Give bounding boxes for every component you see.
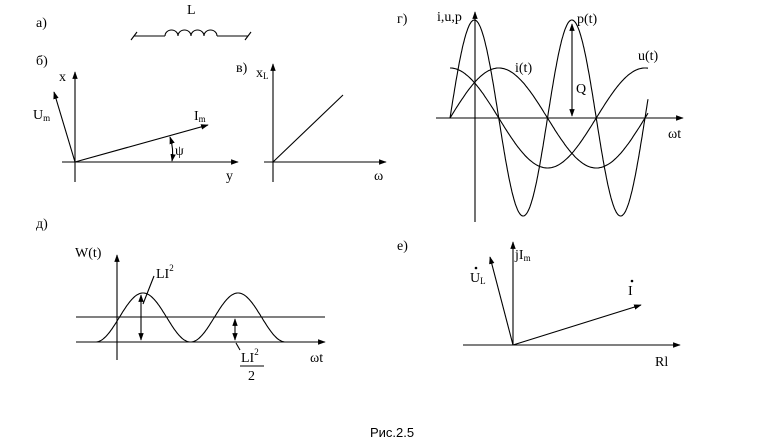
current-phasor-label: Im [194,109,206,124]
voltage-phasor-ul [489,256,514,346]
mean-label-den: 2 [248,369,255,384]
panel-d-axis-y-label: W(t) [75,246,102,261]
current-phasor-i-label: I [628,284,633,299]
panel-e-letter: е) [397,239,408,254]
mean-leader [235,342,241,351]
curve-w [95,292,286,343]
reactance-line [272,94,344,163]
curve-i-label: i(t) [515,61,532,76]
voltage-phasor-label: Um [33,108,50,123]
curve-p-label: p(t) [577,12,598,27]
panel-d-axis-x-label: ωt [310,351,323,366]
panel-g-axis-x-label: ωt [668,127,681,142]
panel-a-letter: а) [36,16,47,31]
panel-e: е) jIm Rl UL I [397,239,681,370]
panel-g-letter: г) [397,12,408,27]
q-label: Q [576,82,586,97]
panel-v: в) xL ω [236,61,387,184]
voltage-phasor [53,91,76,163]
panel-e-axis-x-label: Rl [655,355,668,370]
curve-u-label: u(t) [638,49,659,64]
panel-b-letter: б) [36,54,48,69]
current-phasor-dot [630,279,634,283]
panel-a: а) L [36,3,252,41]
inductor-coil [164,29,218,37]
current-phasor [74,124,209,163]
inductor-symbol [130,29,252,41]
curve-u [450,67,649,169]
panel-v-letter: в) [236,61,248,76]
current-phasor-i [512,304,642,346]
panel-b-axis-x-label: x [59,70,66,85]
panel-v-axis-x-label: ω [374,169,383,184]
angle-arc [169,136,176,162]
panel-g-axis-y-label: i,u,p [437,10,462,25]
peak-label: LI2 [156,263,174,282]
peak-leader [142,275,155,305]
voltage-phasor-dot [474,266,478,270]
panel-e-axis-y-label: jIm [514,248,531,263]
mean-label-num: LI2 [241,347,259,366]
panel-g: г) i,u,p ωt p(t) i(t) u(t) Q [397,10,684,222]
angle-label: ψ [175,144,184,159]
curve-p [449,19,649,217]
panel-d: д) W(t) ωt LI2 LI2 2 [36,217,326,384]
panel-d-letter: д) [36,217,48,232]
panel-b-axis-y-label: y [226,169,233,184]
voltage-phasor-ul-label: UL [470,271,486,286]
panel-b: б) x y Um Im ψ [33,54,239,184]
panel-v-axis-y-label: xL [256,66,269,81]
inductor-label: L [187,3,196,18]
figure-caption: Рис.2.5 [370,425,414,440]
curve-i [449,67,649,169]
